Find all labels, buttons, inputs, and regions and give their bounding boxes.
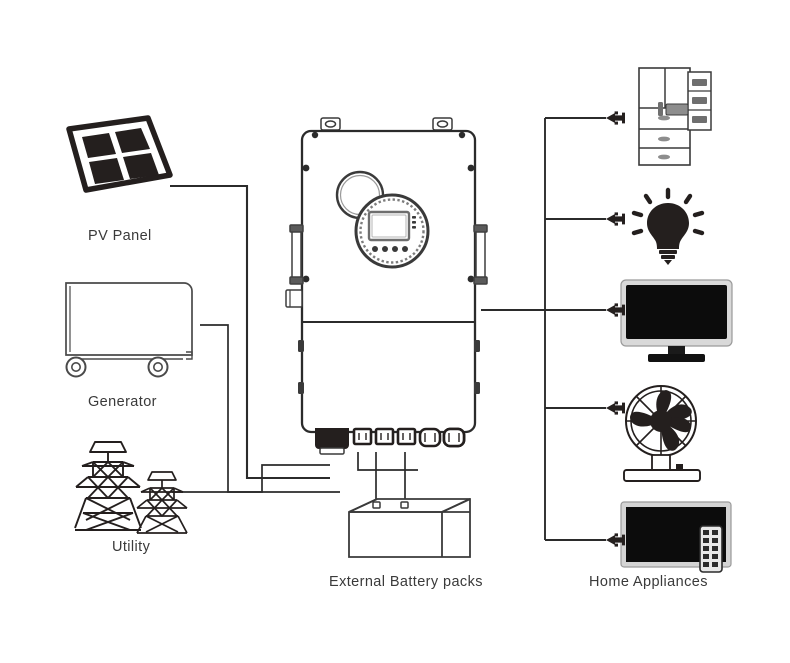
battery-label: External Battery packs: [329, 574, 483, 590]
light-bulb-icon: [631, 187, 705, 265]
battery-pack-icon: [348, 498, 471, 558]
power-plug-icon: [606, 401, 625, 415]
inverter-bottom-ports: [315, 427, 466, 455]
solar-panel-icon: [66, 115, 173, 193]
inverter-icon: [285, 117, 488, 455]
power-plug-icon: [606, 212, 625, 226]
home-appliances-label: Home Appliances: [589, 574, 708, 590]
television-icon: [620, 279, 733, 362]
power-plug-icon: [606, 533, 625, 547]
wire-inverter-to-load-bus: [481, 117, 606, 541]
tv-remote-icon: [620, 501, 732, 573]
cabinet-icon: [638, 67, 712, 166]
power-plug-icon: [606, 111, 625, 125]
transmission-tower-icon: [74, 441, 188, 534]
electric-fan-icon: [623, 385, 701, 482]
pv-panel-label: PV Panel: [88, 228, 152, 244]
generator-label: Generator: [88, 394, 157, 410]
power-plug-icon: [606, 303, 625, 317]
generator-icon: [65, 282, 193, 378]
lcd-screen-icon: [354, 193, 430, 269]
wire-utility-to-inverter: [172, 464, 330, 493]
wire-pv-to-inverter: [170, 184, 330, 480]
wire-inverter-to-battery: [357, 452, 418, 505]
utility-label: Utility: [112, 539, 151, 555]
wire-generator-to-inverter: [200, 324, 340, 493]
